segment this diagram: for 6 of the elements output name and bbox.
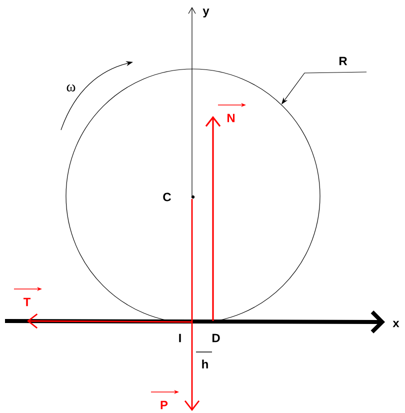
- axis-label: x: [392, 320, 400, 328]
- point-label: C: [163, 192, 171, 202]
- radius-label: R: [339, 56, 348, 66]
- axis-label: y: [202, 8, 210, 18]
- angular-velocity-label: ω: [66, 84, 76, 92]
- distance-label: h: [202, 360, 208, 368]
